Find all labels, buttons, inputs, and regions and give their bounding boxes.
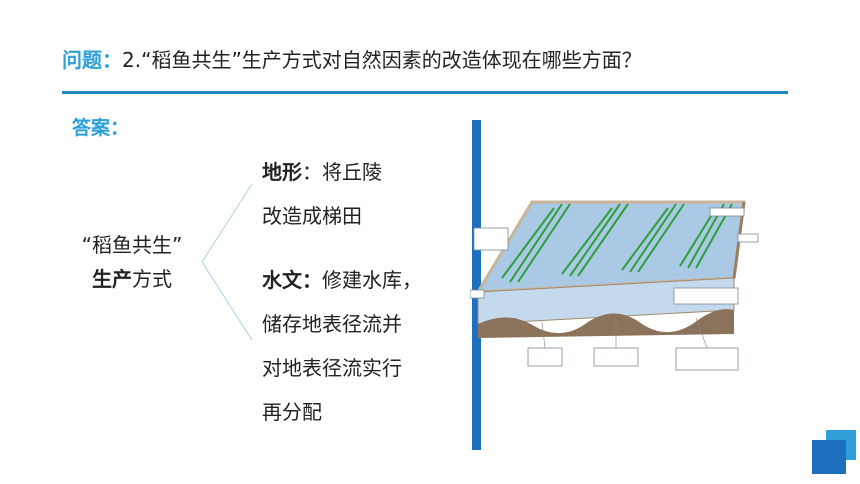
concept-rest: 方式 [132, 267, 172, 291]
diagram-callouts [470, 207, 759, 371]
water-line-1: 水文：修建水库， [262, 258, 452, 302]
branch-line-top [201, 183, 253, 263]
water-answer: 水文：修建水库， 储存地表径流并 对地表径流实行 再分配 [262, 258, 452, 434]
corner-decoration [812, 430, 856, 474]
terrain-line-1: 地形：将丘陵 [262, 150, 452, 194]
question-label: 问题： [62, 48, 122, 72]
vertical-bar [472, 120, 481, 450]
terrain-answer: 地形：将丘陵 改造成梯田 [262, 150, 452, 238]
branch-line-bottom [201, 261, 253, 341]
concept-text: “稻鱼共生” 生产方式 [52, 228, 212, 296]
soil-layer [478, 309, 734, 338]
water-line-4: 再分配 [262, 400, 322, 424]
terrain-text-1: 将丘陵 [322, 160, 382, 184]
concept-line-2: 生产方式 [52, 262, 212, 296]
concept-bold: 生产 [92, 267, 132, 291]
answer-label: 答案： [72, 117, 130, 139]
water-line-2: 储存地表径流并 [262, 312, 402, 336]
rice-plants [501, 203, 733, 283]
terrain-sep: ： [302, 160, 322, 184]
question-text: 2.“稻鱼共生”生产方式对自然因素的改造体现在哪些方面？ [122, 48, 642, 72]
rice-fish-diagram-image [470, 200, 759, 371]
terrain-label: 地形 [262, 160, 302, 184]
water-text-1: 修建水库， [322, 268, 422, 292]
terrain-line-2: 改造成梯田 [262, 204, 362, 228]
header-divider [62, 91, 788, 94]
callout-leaders [541, 317, 708, 349]
concept-line-1: “稻鱼共生” [81, 233, 183, 257]
water-line-3: 对地表径流实行 [262, 356, 402, 380]
deco-square-front [812, 440, 846, 474]
question-line: 问题：2.“稻鱼共生”生产方式对自然因素的改造体现在哪些方面？ [62, 44, 642, 73]
water-label: 水文： [262, 268, 322, 292]
